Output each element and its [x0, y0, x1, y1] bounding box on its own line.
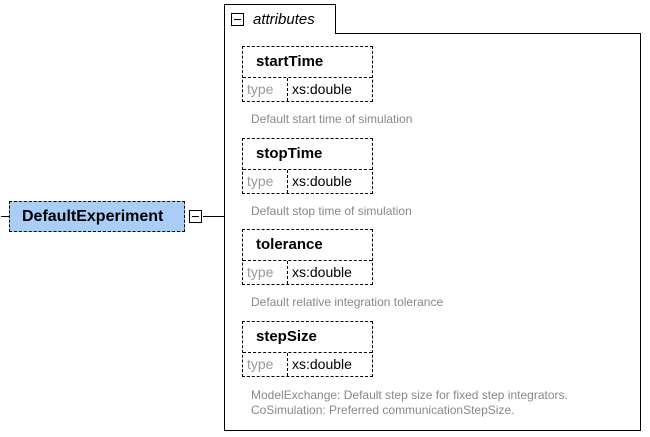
description-line: Default relative integration tolerance [251, 295, 444, 309]
type-value: xs:double [292, 264, 352, 280]
attribute-description: Default relative integration tolerance [251, 295, 443, 310]
type-value: xs:double [292, 81, 352, 97]
attribute-type-row: type xs:double [243, 352, 372, 376]
attribute-start-time[interactable]: startTime type xs:double [242, 46, 373, 102]
attribute-name: stepSize [256, 328, 317, 345]
attribute-name: stopTime [256, 145, 323, 162]
element-name: DefaultExperiment [22, 207, 164, 225]
type-value: xs:double [292, 356, 352, 372]
collapse-toggle-icon[interactable] [189, 210, 202, 223]
description-line: ModelExchange: Default step size for fix… [251, 388, 568, 402]
attribute-name: tolerance [256, 236, 323, 253]
attributes-group-tab: attributes [224, 4, 336, 34]
connector-right [203, 216, 224, 217]
description-line: Default start time of simulation [251, 112, 413, 126]
type-value: xs:double [292, 173, 352, 189]
element-default-experiment[interactable]: DefaultExperiment [9, 201, 185, 232]
connector-left [1, 216, 9, 217]
attribute-description: Default start time of simulation [251, 112, 412, 127]
attribute-description: Default stop time of simulation [251, 204, 412, 219]
attribute-step-size[interactable]: stepSize type xs:double [242, 321, 373, 377]
description-line: Default stop time of simulation [251, 204, 412, 218]
attribute-description: ModelExchange: Default step size for fix… [251, 388, 568, 418]
type-label: type [247, 173, 274, 189]
type-separator [287, 261, 288, 284]
attribute-name: startTime [256, 53, 324, 70]
type-label: type [247, 356, 274, 372]
attributes-group-label: attributes [253, 11, 315, 28]
type-label: type [247, 264, 274, 280]
type-separator [287, 353, 288, 376]
attribute-type-row: type xs:double [243, 260, 372, 284]
attributes-collapse-icon[interactable] [231, 13, 244, 26]
attribute-stop-time[interactable]: stopTime type xs:double [242, 138, 373, 194]
type-separator [287, 78, 288, 101]
description-line: CoSimulation: Preferred communicationSte… [251, 403, 515, 417]
attribute-tolerance[interactable]: tolerance type xs:double [242, 229, 373, 285]
type-label: type [247, 81, 274, 97]
attribute-type-row: type xs:double [243, 77, 372, 101]
attribute-type-row: type xs:double [243, 169, 372, 193]
type-separator [287, 170, 288, 193]
